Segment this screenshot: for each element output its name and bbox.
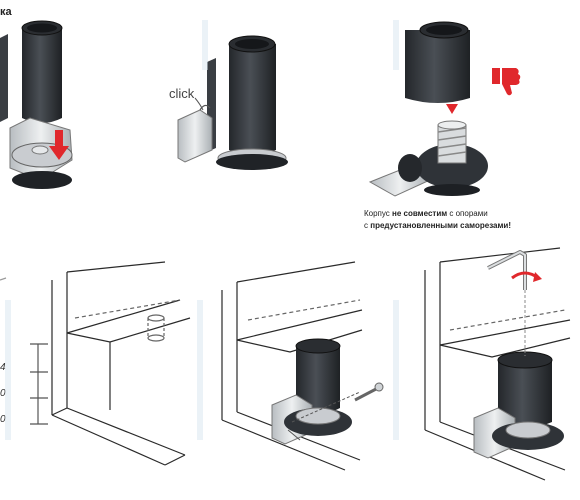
watermark	[5, 20, 399, 440]
incompatibility-caption: Корпус не совместим с опорами с предуста…	[364, 208, 564, 232]
caption-bold: не совместим	[392, 209, 448, 218]
caption-text: с опорами	[447, 209, 488, 218]
dimension-label: 0	[0, 388, 6, 399]
step-1-illustration	[0, 20, 73, 189]
dimension-label: 4	[0, 362, 6, 373]
step-2-illustration	[177, 35, 288, 170]
click-label: click	[169, 86, 195, 101]
caption-bold: предустановленными саморезами!	[370, 221, 512, 230]
caption-text: Корпус	[364, 209, 393, 218]
arrow-down-icon	[49, 130, 69, 160]
top-left-label: ка	[0, 6, 12, 18]
step-3-illustration	[368, 21, 521, 197]
cabinet-corner-illustration	[0, 261, 191, 466]
caption-text: с	[364, 221, 371, 230]
cabinet-leg-adjust-illustration	[424, 247, 571, 481]
arrow-down-icon	[446, 104, 458, 114]
thumbs-down-icon	[492, 68, 521, 96]
dimension-label: 0	[0, 414, 6, 425]
cabinet-leg-install-illustration	[221, 261, 384, 471]
